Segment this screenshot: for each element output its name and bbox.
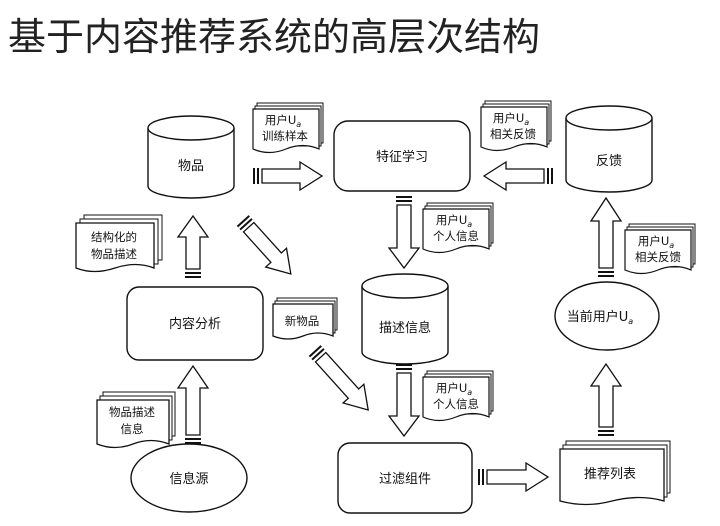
doc-new-items-label: 新物品: [285, 314, 320, 328]
info-source-label: 信息源: [169, 471, 208, 487]
info-source-ellipse: 信息源: [130, 443, 248, 513]
arrow-description-to-filter: [387, 364, 421, 438]
current-user-label: 当前用户Ua: [567, 309, 634, 326]
doc-training-sample: 用户Ua 训练样本: [252, 102, 324, 154]
arrows: [176, 160, 623, 493]
doc-related-feedback-top-line2: 相关反馈: [490, 127, 536, 141]
filter-component-label: 过滤组件: [379, 472, 431, 487]
feedback-database: 反馈: [565, 105, 653, 193]
arrow-info-source-to-content-analysis: [176, 364, 210, 444]
feedback-database-label: 反馈: [596, 154, 622, 169]
content-analysis-box: 内容分析: [126, 286, 264, 361]
arrow-current-user-to-feedback: [589, 196, 623, 277]
doc-item-description-info: 物品描述 信息: [96, 391, 176, 449]
arrow-items-to-feature-learning: [253, 160, 324, 192]
recommendation-list-label: 推荐列表: [584, 467, 636, 482]
page-title: 基于内容推荐系统的高层次结构: [8, 15, 541, 59]
arrow-new-items-to-filter: [308, 345, 370, 411]
doc-item-description-info-line2: 信息: [121, 422, 144, 436]
doc-training-sample-line1: 用户Ua: [265, 113, 301, 129]
items-database: 物品: [147, 115, 235, 199]
doc-personal-info-top: 用户Ua 个人信息: [422, 202, 494, 254]
doc-item-description-info-line1: 物品描述: [109, 405, 155, 419]
arrow-recommendation-to-current-user: [589, 362, 623, 436]
doc-personal-info-bottom: 用户Ua 个人信息: [422, 370, 494, 422]
doc-personal-info-top-line1: 用户Ua: [436, 213, 472, 229]
doc-related-feedback-top-line1: 用户Ua: [493, 111, 529, 127]
content-analysis-label: 内容分析: [169, 316, 221, 332]
doc-related-feedback-side-line2: 相关反馈: [635, 250, 681, 264]
feature-learning-label: 特征学习: [376, 149, 428, 165]
doc-structured-description-line2: 物品描述: [91, 247, 137, 261]
doc-related-feedback-side: 用户Ua 相关反馈: [624, 223, 696, 275]
items-database-label: 物品: [178, 159, 204, 174]
doc-related-feedback-top: 用户Ua 相关反馈: [480, 100, 552, 152]
doc-training-sample-line2: 训练样本: [262, 129, 308, 143]
arrow-content-analysis-to-items: [176, 214, 210, 278]
arrow-filter-to-recommendation: [478, 461, 550, 493]
doc-personal-info-top-line2: 个人信息: [433, 229, 479, 243]
description-database-label: 描述信息: [379, 320, 431, 336]
doc-personal-info-bottom-line2: 个人信息: [433, 397, 479, 411]
current-user-ellipse: 当前用户Ua: [554, 281, 660, 351]
recommendation-list-doc: 推荐列表: [559, 440, 671, 506]
arrow-feature-learning-to-description: [387, 196, 421, 270]
doc-personal-info-bottom-line1: 用户Ua: [436, 381, 472, 397]
doc-related-feedback-side-line1: 用户Ua: [638, 234, 674, 250]
feature-learning-box: 特征学习: [333, 120, 471, 192]
doc-structured-description-line1: 结构化的: [91, 230, 137, 244]
arrow-items-to-new-items: [236, 215, 292, 275]
description-database: 描述信息: [361, 273, 449, 365]
arrow-feedback-to-feature-learning: [482, 160, 553, 192]
doc-structured-description: 结构化的 物品描述: [75, 214, 163, 273]
doc-new-items: 新物品: [272, 297, 338, 340]
filter-component-box: 过滤组件: [337, 442, 473, 514]
